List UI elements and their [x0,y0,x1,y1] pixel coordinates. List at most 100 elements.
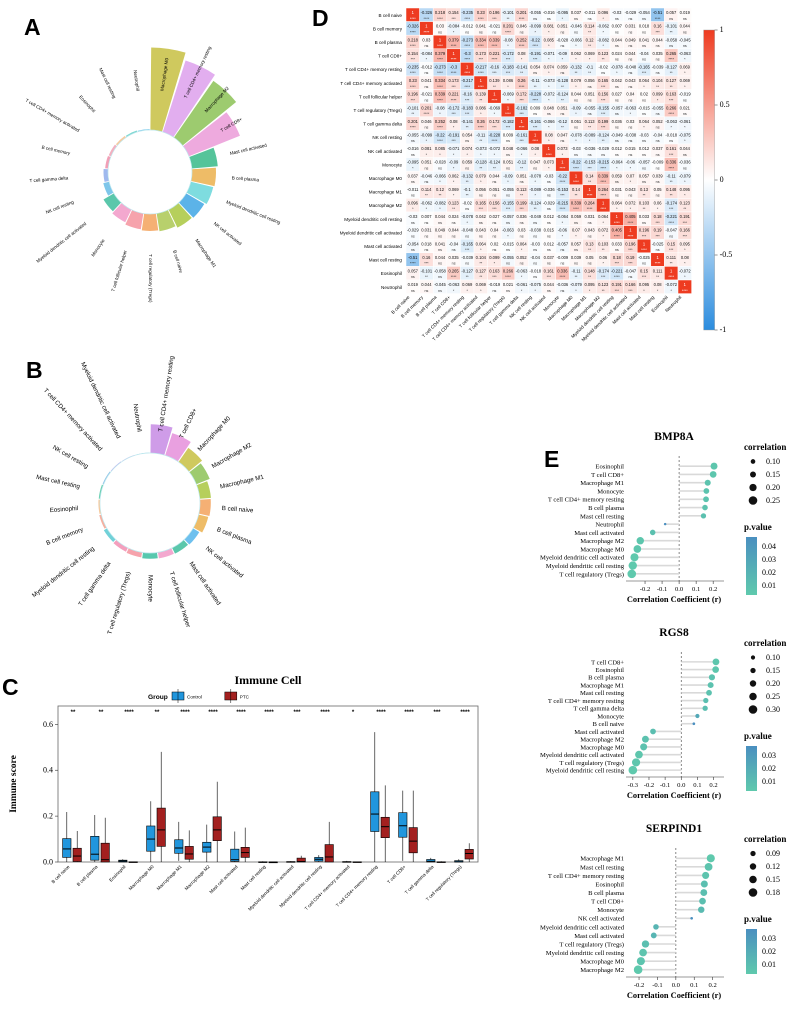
heatmap-significance: ** [602,289,605,293]
heatmap-significance: * [562,153,564,157]
heatmap-value: -0.141 [461,119,473,124]
heatmap-value: 0.021 [503,282,514,287]
heatmap-value: 0.044 [571,92,582,97]
heatmap-value: 0.057 [408,269,419,274]
lollipop-dot [702,705,708,711]
heatmap-value: 0.06 [654,201,663,206]
heatmap-value: 1 [684,282,687,287]
heatmap-significance: **** [668,112,674,116]
heatmap-value: 0.04 [490,228,499,233]
box [90,836,100,861]
heatmap-significance: ns [683,166,687,170]
heatmap-value: -0.06 [626,160,636,165]
heatmap-value: -0.099 [421,133,433,138]
heatmap-significance: *** [479,207,484,211]
heatmap-value: -0.073 [475,146,487,151]
heatmap-significance: ns [615,98,619,102]
chart-title: RGS8 [659,627,689,639]
heatmap-value: 0.015 [625,146,636,151]
rose-segment [112,203,132,223]
heatmap-value: 0.156 [598,92,609,97]
heatmap-value: 0.12 [586,37,595,42]
heatmap-value: 0.064 [476,241,487,246]
heatmap-significance: ns [628,30,632,34]
x-tick-label: -0.3 [628,782,639,789]
heatmap-value: -0.018 [529,269,541,274]
heatmap-value: -0.029 [597,146,609,151]
heatmap-significance: ns [411,194,415,198]
lollipop-dot [663,522,667,526]
heatmap-value: 0.339 [598,173,609,178]
heatmap-significance: * [507,98,509,102]
heatmap-significance: ns [683,98,687,102]
box [62,838,72,858]
heatmap-significance: ns [479,194,483,198]
heatmap-value: 0.012 [639,146,650,151]
heatmap-value: 0.069 [680,65,691,70]
heatmap-significance: ns [424,85,428,89]
heatmap-significance: *** [519,98,524,102]
heatmap-value: -0.235 [461,10,473,15]
heatmap-value: -0.217 [475,65,487,70]
y-tick-label: 0.6 [43,720,53,729]
heatmap-value: -0.128 [557,78,569,83]
heatmap-significance: **** [682,289,688,293]
heatmap-value: 0.012 [544,241,555,246]
category-label: B cell plasma [588,505,624,512]
heatmap-value: 0.161 [544,269,555,274]
heatmap-value: 0.199 [598,119,609,124]
heatmap-value: -0.165 [638,65,650,70]
rose-label: NK cell activated [204,545,245,580]
heatmap-significance: *** [506,207,511,211]
lollipop-dot [699,897,706,905]
rose-label: Macrophage M0 [197,415,233,453]
heatmap-significance: ns [424,248,428,252]
chart-title: Immune Cell [235,673,303,687]
heatmap-value: 0.252 [516,37,527,42]
heatmap-significance: ns [533,275,537,279]
heatmap-significance: * [616,166,618,170]
heatmap-value: 1 [534,133,537,138]
heatmap-significance: ns [520,262,524,266]
heatmap-significance: * [616,207,618,211]
category-label: T cell regulatory (Tregs) [559,760,624,767]
heatmap-significance: ** [520,194,523,198]
category-label: Mast cell activated [574,530,625,537]
heatmap-value: -0.141 [516,65,528,70]
heatmap-value: -0.075 [529,282,541,287]
heatmap-significance: **** [451,58,457,62]
heatmap-significance: ns [656,194,660,198]
heatmap-value: -0.029 [543,201,555,206]
heatmap-significance: *** [683,221,688,225]
heatmap-significance: * [480,112,482,116]
heatmap-value: 0.19 [626,255,635,260]
heatmap-value: 0.043 [625,78,636,83]
heatmap-significance: **** [532,139,538,143]
heatmap-value: -0.08 [503,37,513,42]
heatmap-value: -0.12 [558,119,568,124]
heatmap-significance: ns [560,262,564,266]
heatmap-value: -0.062 [421,201,433,206]
heatmap-significance: * [426,153,428,157]
heatmap-row-label: T cell regulatory (Tregs) [353,108,402,113]
heatmap-significance: **** [519,44,525,48]
heatmap-significance: * [466,221,468,225]
rose-segment [108,144,117,157]
heatmap-significance: **** [668,275,674,279]
heatmap-value: 0.08 [545,133,554,138]
heatmap-significance: ** [507,17,510,21]
x-axis-title: Correlation Coefficient (r) [627,991,721,1000]
panel-b-label: B [26,357,43,383]
heatmap-value: -0.215 [557,201,569,206]
heatmap-value: -0.084 [448,24,460,29]
heatmap-significance: **** [424,112,430,116]
heatmap-value: 0.095 [680,241,691,246]
heatmap-significance: ns [560,30,564,34]
heatmap-value: 0.26 [518,78,527,83]
x-axis-title: Correlation Coefficient (r) [627,791,721,800]
heatmap-value: -0.09 [558,51,568,56]
heatmap-value: -0.064 [611,160,623,165]
heatmap-value: -0.011 [407,187,419,192]
lollipop-dot [702,871,710,880]
rose-label: Eosinophil [49,505,78,514]
